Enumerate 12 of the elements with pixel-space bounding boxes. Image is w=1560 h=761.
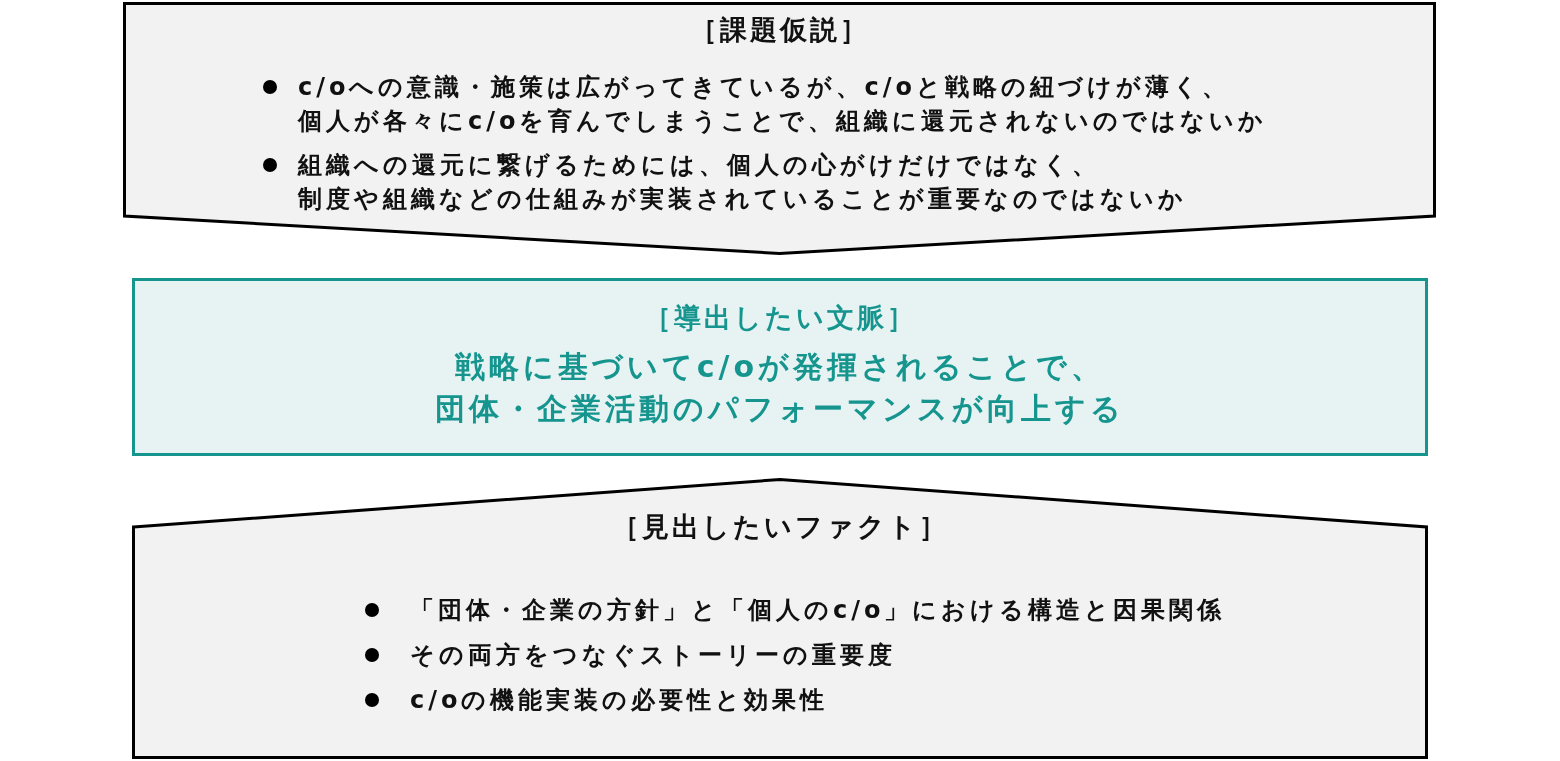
statement-text: 戦略に基づいてc/oが発揮されることで、団体・企業活動のパフォーマンスが向上する: [434, 348, 1126, 428]
arrow-shaped-box: [132, 478, 1428, 759]
bullet-text: c/oの機能実装の必要性と効果性: [410, 685, 829, 716]
highlight-box: [132, 278, 1428, 456]
bullet-text: c/oへの意識・施策は広がってきているが、c/oと戦略の紐づけが薄く、個人が各々にc/oを育んでしまうことで、組織に還元されないのではないか: [298, 72, 1269, 137]
heading: ［課題仮説］: [689, 13, 870, 47]
heading: ［導出したい文脈］: [643, 301, 917, 335]
heading: ［見出したいファクト］: [611, 510, 949, 544]
bullet-text: 「団体・企業の方針」と「個人のc/o」における構造と因果関係: [410, 595, 1226, 626]
arrow-shaped-box: [123, 2, 1436, 255]
bullet-text: 組織への還元に繋げるためには、個人の心がけだけではなく、制度や組織などの仕組みが実装されていることが重要なのではないか: [298, 150, 1188, 215]
bullet-text: その両方をつなぐストーリーの重要度: [410, 640, 896, 671]
